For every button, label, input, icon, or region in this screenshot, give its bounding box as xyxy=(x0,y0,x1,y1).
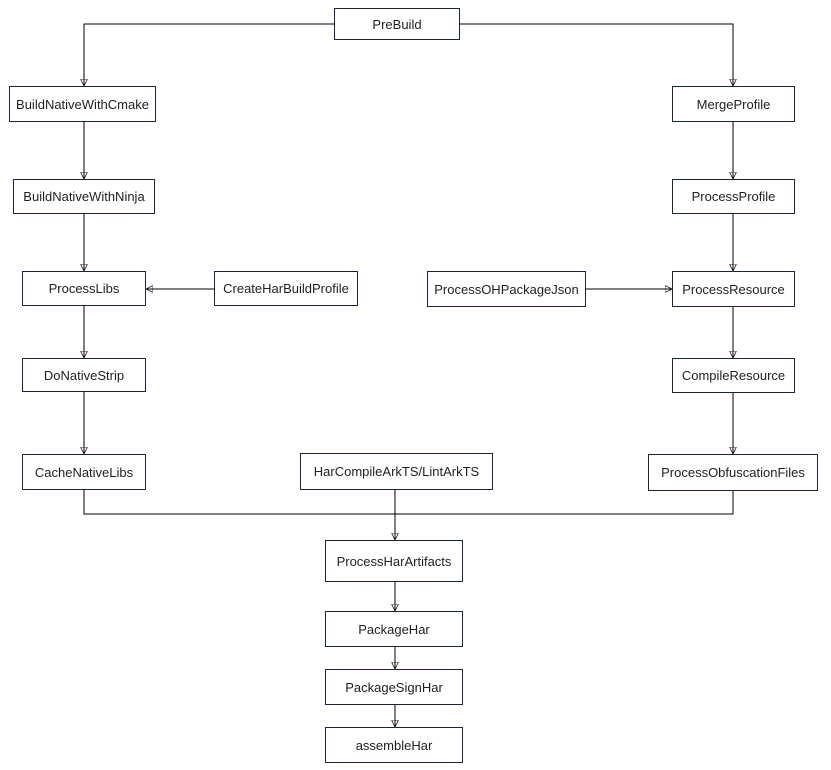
node-prebuild: PreBuild xyxy=(334,8,460,40)
node-package-har: PackageHar xyxy=(325,611,463,647)
node-process-har-artifacts: ProcessHarArtifacts xyxy=(325,540,463,582)
node-build-native-with-cmake: BuildNativeWithCmake xyxy=(9,86,156,122)
node-do-native-strip: DoNativeStrip xyxy=(22,358,146,392)
node-har-compile-arkts: HarCompileArkTS/LintArkTS xyxy=(300,453,493,490)
node-process-obfuscation-files: ProcessObfuscationFiles xyxy=(648,454,818,491)
node-create-har-build-profile: CreateHarBuildProfile xyxy=(214,271,358,306)
edge-prebuild-to-mergeprofile xyxy=(460,23,733,86)
node-process-libs: ProcessLibs xyxy=(22,271,146,306)
node-package-sign-har: PackageSignHar xyxy=(325,669,463,705)
node-process-resource: ProcessResource xyxy=(672,271,795,307)
node-assemble-har: assembleHar xyxy=(325,727,463,763)
edge-prebuild-to-cmake xyxy=(84,23,334,86)
node-process-oh-package-json: ProcessOHPackageJson xyxy=(427,271,586,307)
node-process-profile: ProcessProfile xyxy=(672,179,795,214)
edge-cachenativelibs-to-junction xyxy=(83,490,395,515)
node-build-native-with-ninja: BuildNativeWithNinja xyxy=(13,179,155,214)
node-merge-profile: MergeProfile xyxy=(672,86,795,122)
edge-obfuscationfiles-to-junction xyxy=(395,491,734,515)
node-compile-resource: CompileResource xyxy=(672,358,795,393)
node-cache-native-libs: CacheNativeLibs xyxy=(22,454,146,490)
